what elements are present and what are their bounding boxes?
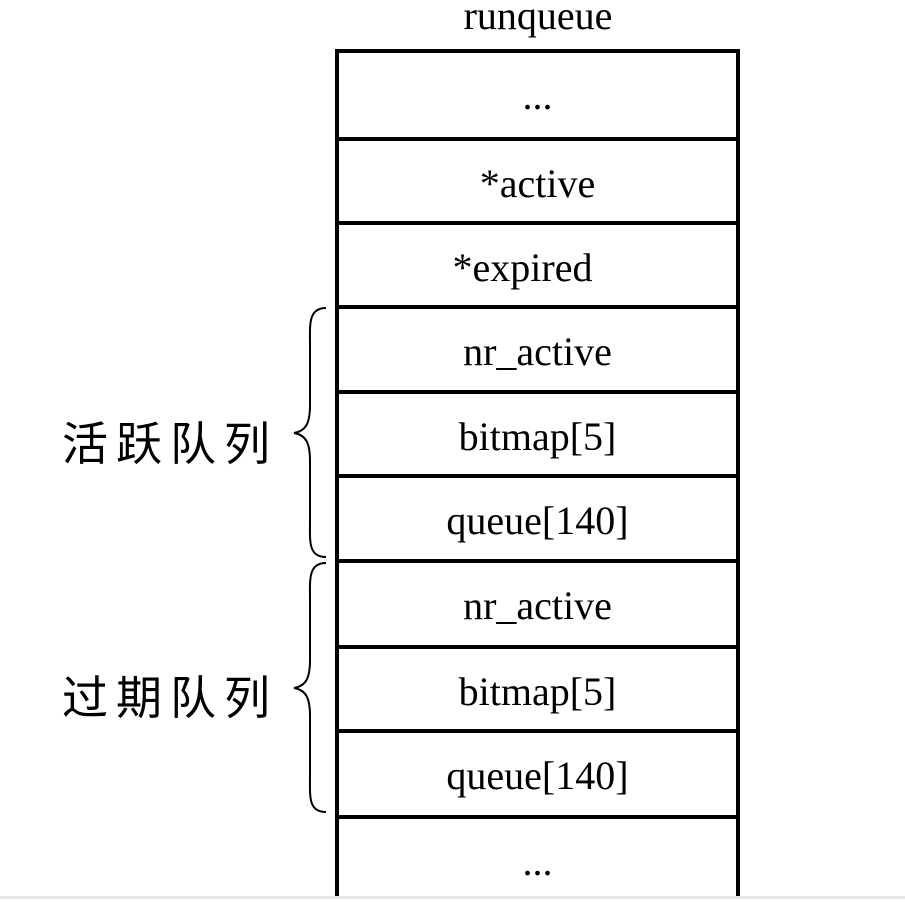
field-expired-queue: queue[140] [446, 753, 629, 798]
field-ellipsis-top: ... [522, 73, 553, 118]
row-divider [339, 305, 736, 309]
row-divider [339, 559, 736, 563]
expired-queue-brace-icon [293, 562, 327, 813]
row-divider [339, 645, 736, 649]
field-active-bitmap: bitmap[5] [458, 414, 617, 459]
active-queue-brace-icon [293, 307, 327, 558]
field-ellipsis-bottom: ... [522, 839, 553, 884]
field-active-queue: queue[140] [446, 498, 629, 543]
row-divider [339, 474, 736, 478]
runqueue-struct-table: ... *active *expired nr_active bitmap[5]… [335, 49, 740, 897]
field-expired-bitmap: bitmap[5] [458, 669, 617, 714]
row-divider [339, 729, 736, 733]
page-bottom-edge [0, 896, 905, 899]
row-divider [339, 390, 736, 394]
row-divider [339, 221, 736, 225]
field-expired-pointer: *expired [452, 245, 593, 290]
active-queue-label: 活跃队列 [62, 417, 278, 471]
field-active-nr-active: nr_active [463, 329, 612, 374]
expired-queue-label: 过期队列 [62, 671, 278, 725]
row-divider [339, 815, 736, 819]
field-expired-nr-active: nr_active [463, 583, 612, 628]
row-divider [339, 137, 736, 141]
field-active-pointer: *active [479, 161, 596, 206]
runqueue-title: runqueue [463, 0, 613, 38]
